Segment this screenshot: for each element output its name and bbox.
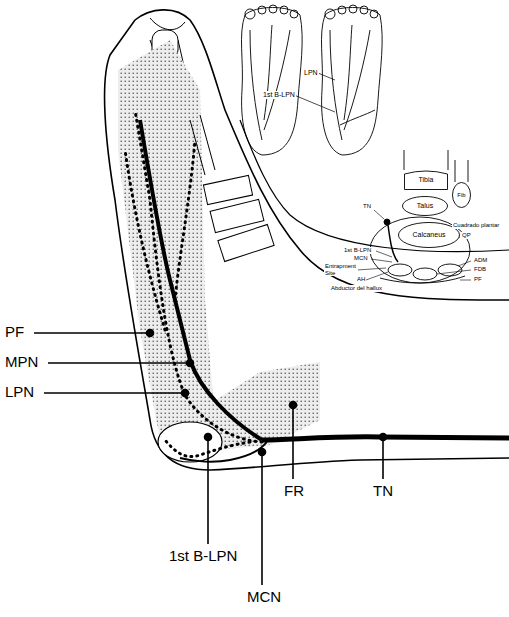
part-label: PF	[473, 276, 483, 283]
part-label: MCN	[246, 589, 282, 606]
part-label: AH	[356, 276, 366, 283]
part-label: PF	[4, 324, 25, 341]
part-label: MPN	[4, 354, 39, 371]
part-label: LPN	[4, 384, 35, 401]
part-label: LPN	[303, 69, 319, 77]
bone-shape: Talus	[402, 196, 448, 216]
bone-name: Fib	[457, 192, 465, 199]
part-label: FR	[283, 483, 305, 500]
part-label: Entrapment Site	[324, 263, 358, 276]
bone-shape: Calcaneus	[398, 222, 460, 248]
part-label: Abductor del hallux	[330, 285, 383, 292]
bone-shape: Fib	[452, 182, 471, 208]
bone-name: Talus	[417, 202, 433, 210]
bone-shape: Tibia	[404, 170, 448, 190]
part-label: QP	[461, 232, 472, 239]
bone-name: Calcaneus	[412, 231, 445, 239]
part-label: Cuadrado plantar	[452, 222, 500, 229]
part-label: ADM	[473, 257, 488, 264]
part-label: 1st B-LPN	[262, 91, 296, 99]
part-label: TN	[372, 483, 394, 500]
part-label: 1st B-LPN	[343, 247, 372, 254]
part-label: 1st B-LPN	[168, 548, 238, 565]
bone-name: Tibia	[419, 176, 434, 184]
part-label: FDB	[473, 266, 487, 273]
part-label: MCN	[353, 255, 369, 262]
part-label: TN	[362, 203, 372, 210]
